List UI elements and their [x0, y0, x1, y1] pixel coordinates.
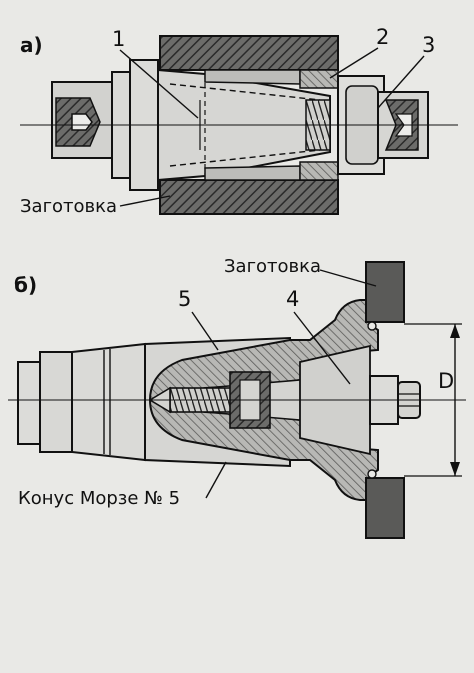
figure-a: а) [20, 25, 458, 217]
workpiece-label-a: Заготовка [20, 196, 117, 217]
figure-b: б) [8, 256, 466, 539]
figure-a-panel-label: а) [20, 33, 43, 57]
dimension-d: D [404, 323, 462, 477]
callout-3: 3 [422, 33, 435, 57]
workpiece-disk [365, 261, 405, 539]
callouts-a: 1 2 3 Заготовка [20, 25, 435, 217]
workpiece-label-b: Заготовка [224, 256, 321, 277]
dimension-d-label: D [438, 369, 454, 393]
callout-1: 1 [112, 27, 125, 51]
morse-taper-label: Конус Морзе № 5 [18, 488, 180, 509]
callout-2: 2 [376, 25, 389, 49]
workpiece-sleeve [159, 35, 339, 215]
callout-5: 5 [178, 287, 191, 311]
callouts-b: Заготовка 5 4 Конус Морзе № 5 [18, 256, 377, 509]
figure-b-panel-label: б) [14, 273, 37, 297]
callout-4: 4 [286, 287, 299, 311]
left-center-body [51, 59, 159, 191]
